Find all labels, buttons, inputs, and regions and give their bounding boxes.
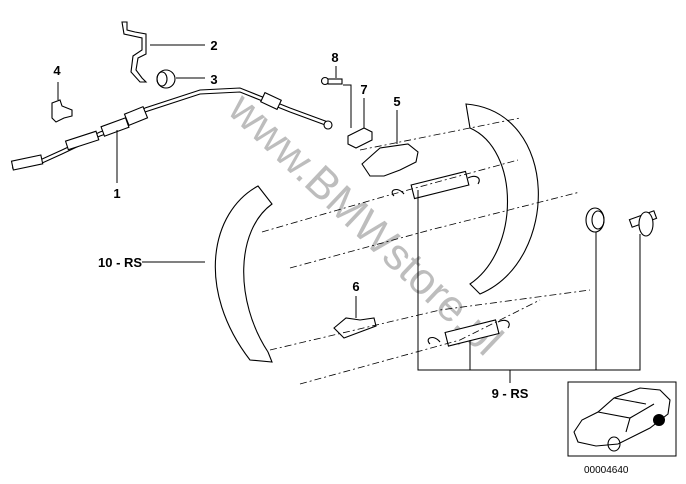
assembly-lines [261, 117, 591, 385]
bracket-part [121, 21, 148, 83]
retaining-pin-part [628, 210, 658, 237]
adjuster-part [333, 317, 377, 339]
upper-spring-part [391, 170, 480, 200]
leader-lines [57, 44, 641, 383]
callout-2: 2 [210, 38, 217, 53]
right-brake-shoe-part [465, 103, 539, 295]
callout-6: 6 [352, 279, 359, 294]
clip-part [51, 99, 73, 123]
callout-7: 7 [360, 82, 367, 97]
callout-3: 3 [210, 72, 217, 87]
retaining-spring-part [585, 207, 605, 233]
location-marker-icon [653, 414, 665, 426]
callout-8: 8 [331, 50, 338, 65]
left-brake-shoe-part [214, 185, 273, 363]
callout-5: 5 [393, 94, 400, 109]
image-code: 00004640 [584, 465, 629, 476]
expander-lever-part [361, 143, 419, 177]
callout-4: 4 [53, 63, 61, 78]
lower-spring-part [427, 319, 510, 347]
vehicle-location-inset [567, 381, 677, 457]
bolt-part [320, 76, 343, 86]
handbrake-cable-part [10, 87, 333, 171]
grommet-part [156, 69, 176, 89]
callout-10-rs: 10 - RS [98, 255, 142, 270]
callout-9-rs: 9 - RS [492, 386, 529, 401]
holder-part [347, 127, 373, 149]
callout-1: 1 [113, 186, 120, 201]
